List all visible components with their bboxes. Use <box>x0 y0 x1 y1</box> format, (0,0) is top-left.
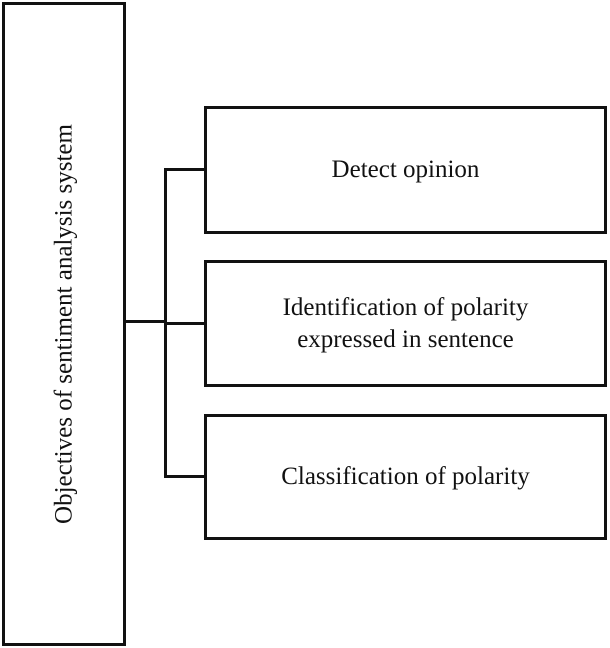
identification-polarity-connector <box>164 322 204 325</box>
classification-polarity-connector <box>164 475 204 478</box>
classification-polarity-box: Classification of polarity <box>204 414 607 540</box>
detect-opinion-label: Detect opinion <box>331 156 480 184</box>
classification-polarity-label: Classification of polarity <box>281 463 530 491</box>
detect-opinion-box: Detect opinion <box>204 106 607 234</box>
root-connector <box>126 320 166 323</box>
identification-polarity-label: Identification of polarity expressed in … <box>282 294 529 353</box>
root-objectives-label: Objectives of sentiment analysis system <box>50 124 78 524</box>
root-objectives-box: Objectives of sentiment analysis system <box>2 2 126 646</box>
detect-opinion-connector <box>164 168 204 171</box>
identification-polarity-box: Identification of polarity expressed in … <box>204 260 607 387</box>
